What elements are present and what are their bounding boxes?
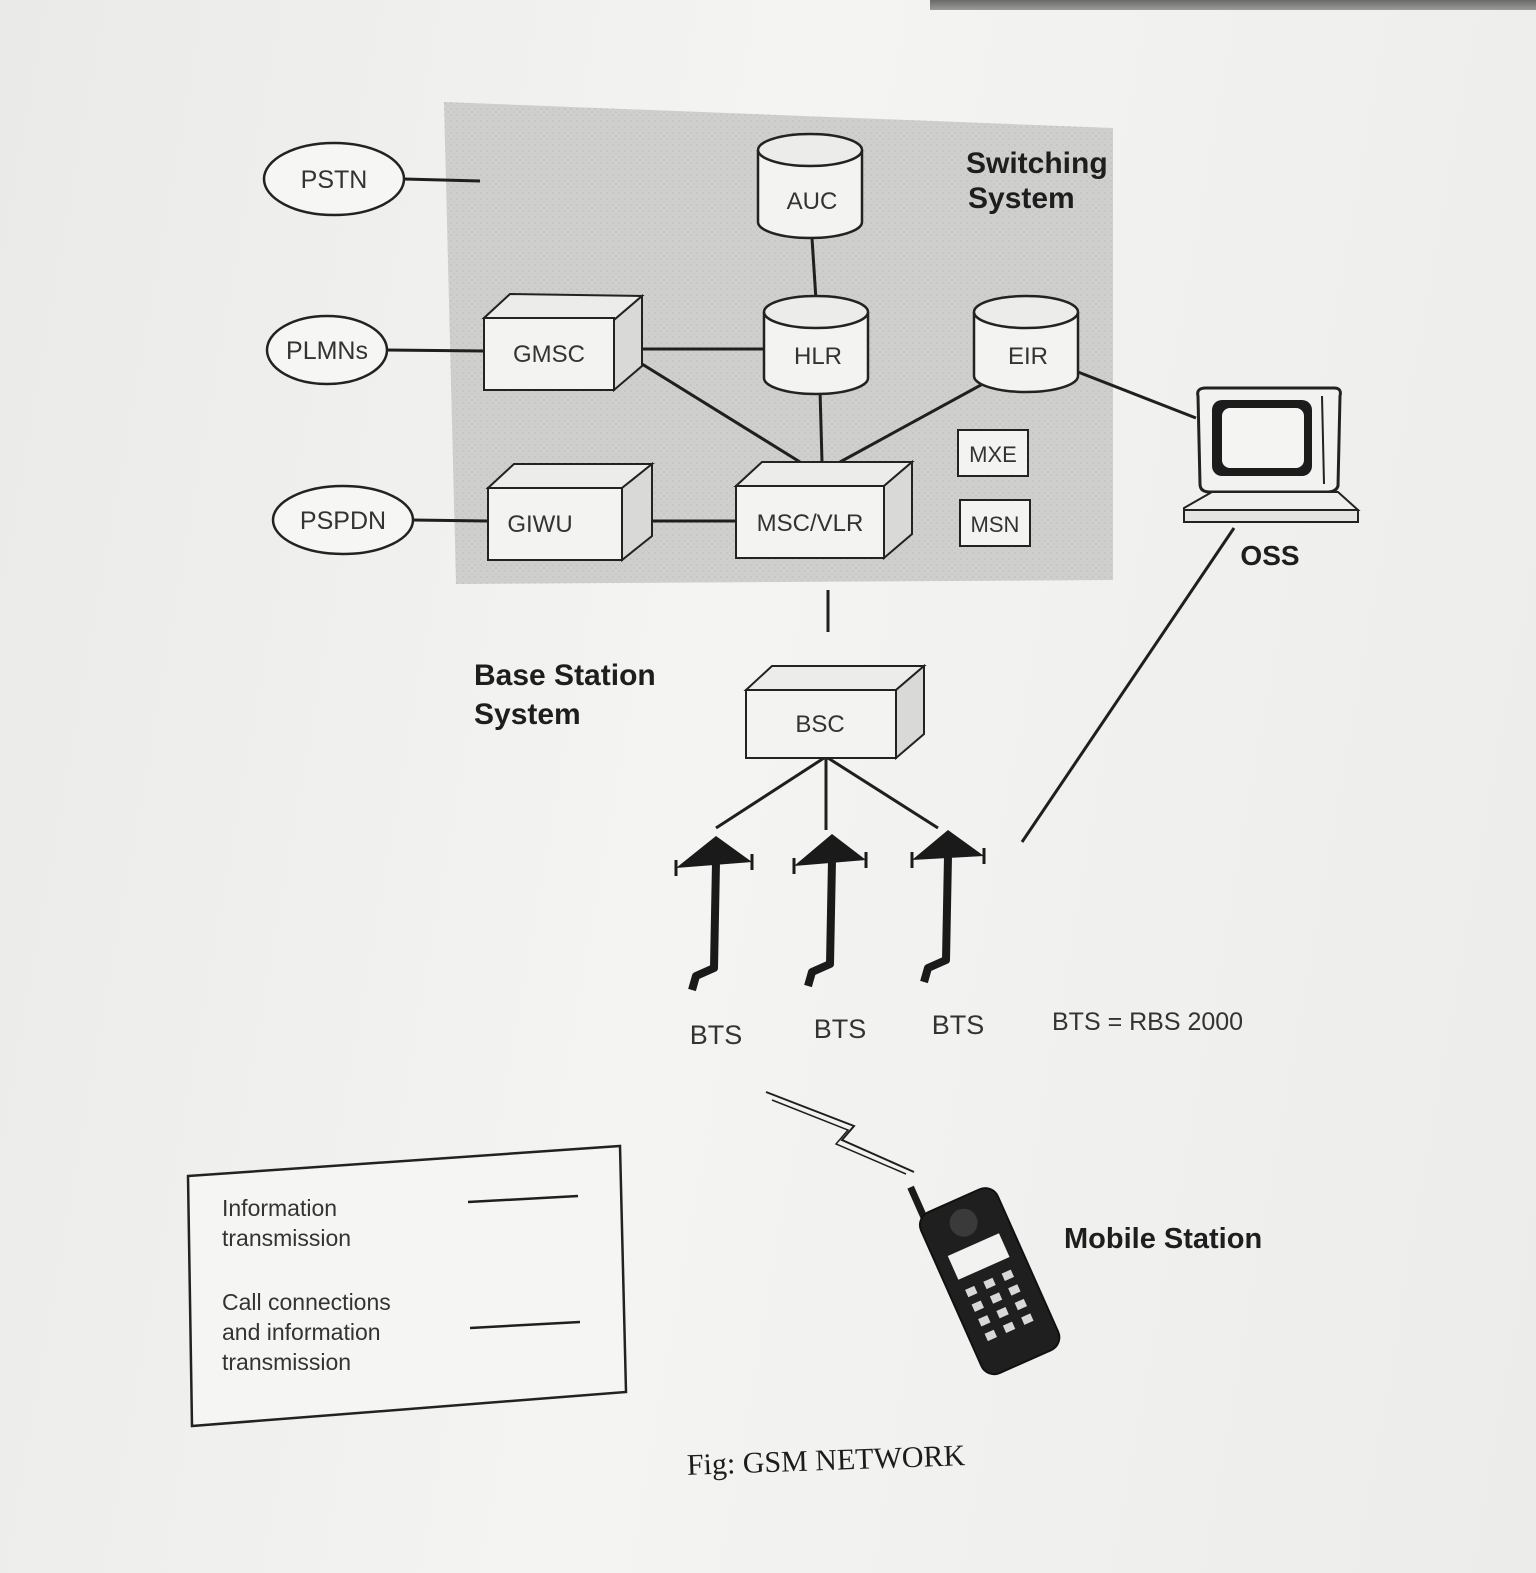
pstn-network: PSTN <box>262 141 406 217</box>
legend-item2-line3: transmission <box>222 1349 351 1375</box>
mobile-phone-icon <box>907 1185 1061 1376</box>
mxe-label: MXE <box>969 442 1017 467</box>
mobile-station-label: Mobile Station <box>1064 1223 1262 1255</box>
auc-database: AUC <box>756 132 864 240</box>
bts-label-2: BTS <box>814 1014 867 1044</box>
bsc-bts3-link <box>827 756 939 830</box>
figure-caption: Fig: GSM NETWORK <box>686 1439 966 1482</box>
gmsc-label: GMSC <box>513 341 585 368</box>
msc-vlr-label: MSC/VLR <box>757 510 864 537</box>
hlr-database: HLR <box>762 294 870 396</box>
hlr-msc-link <box>818 389 824 463</box>
pstn-label: PSTN <box>301 166 368 194</box>
plmns-gmsc-link <box>385 348 485 353</box>
bts-antenna-icon-1 <box>674 836 754 992</box>
legend-line-information <box>467 1194 579 1204</box>
connection-lines <box>385 177 1236 843</box>
oss-label: OSS <box>1240 540 1299 571</box>
giwu-label: GIWU <box>507 511 572 538</box>
msn-label: MSN <box>971 512 1020 537</box>
page-edge-shadow <box>930 0 1536 10</box>
pspdn-giwu-link <box>411 518 489 523</box>
msn-node: MSN <box>959 499 1031 547</box>
mxe-node: MXE <box>957 429 1029 477</box>
legend: Information transmission Call connection… <box>186 1144 628 1428</box>
legend-item2-line1: Call connections <box>222 1289 391 1315</box>
bts-antenna-icon-2 <box>792 834 868 988</box>
auc-hlr-link <box>810 237 818 301</box>
bts-antenna-icon-3 <box>910 830 986 984</box>
oss-bss-link <box>1020 527 1236 843</box>
auc-label: AUC <box>787 188 838 215</box>
plmns-label: PLMNs <box>286 337 368 365</box>
bts-note: BTS = RBS 2000 <box>1052 1008 1243 1036</box>
legend-line-call-connections <box>469 1320 581 1330</box>
plmns-network: PLMNs <box>265 314 389 386</box>
giwu-box: GIWU <box>485 461 655 563</box>
hlr-label: HLR <box>794 343 842 370</box>
eir-oss-link <box>1077 370 1197 420</box>
bsc-label: BSC <box>795 711 844 738</box>
bss-title-line1: Base Station <box>474 659 656 692</box>
oss-terminal-icon <box>1183 386 1361 523</box>
eir-msc-link <box>839 378 991 464</box>
pstn-link <box>403 177 481 183</box>
eir-database: EIR <box>972 294 1080 394</box>
msc-vlr-box: MSC/VLR <box>733 459 915 561</box>
bss-title-line2: System <box>474 698 581 731</box>
bts-label-1: BTS <box>690 1020 743 1050</box>
pspdn-network: PSPDN <box>271 484 415 556</box>
radio-link-icon-shadow <box>771 1099 907 1175</box>
bts-label-3: BTS <box>932 1010 985 1040</box>
eir-label: EIR <box>1008 343 1048 370</box>
gmsc-box: GMSC <box>481 292 645 393</box>
pspdn-label: PSPDN <box>300 507 386 535</box>
bsc-bts1-link <box>715 756 825 830</box>
radio-link-icon <box>765 1091 915 1173</box>
gmsc-msc-link <box>641 362 801 464</box>
bsc-box: BSC <box>743 663 927 761</box>
legend-item1-line1: Information <box>222 1195 337 1221</box>
switching-system-title-line2: System <box>968 182 1075 215</box>
legend-item1-line2: transmission <box>222 1225 351 1251</box>
switching-system-title-line1: Switching <box>966 147 1108 180</box>
legend-item2-line2: and information <box>222 1319 381 1345</box>
